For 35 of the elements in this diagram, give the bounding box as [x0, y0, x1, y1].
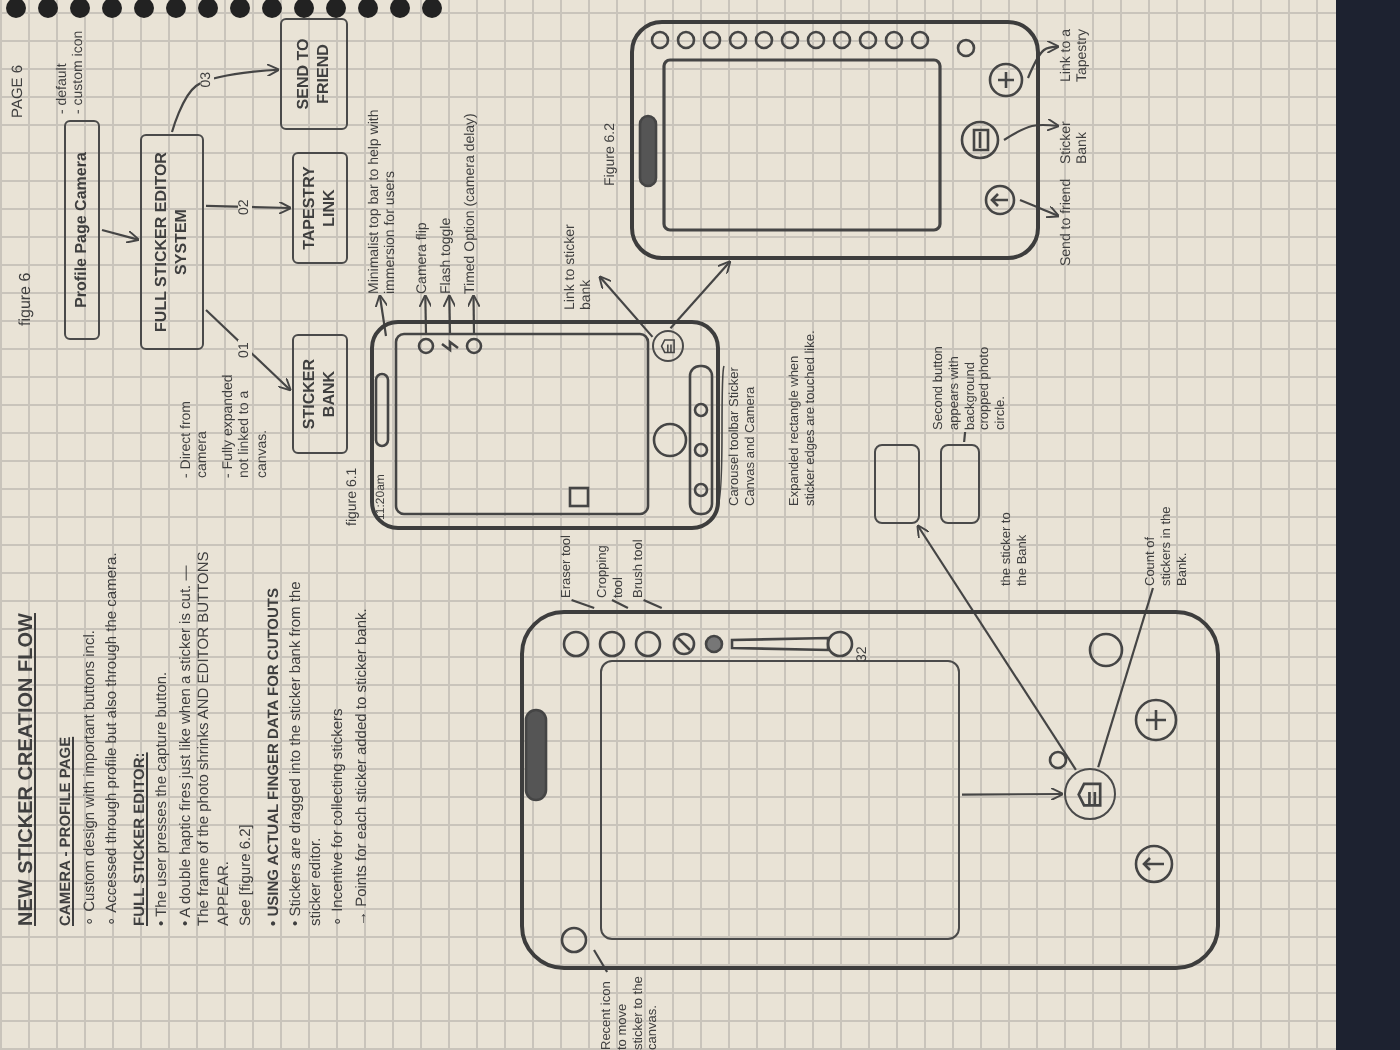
leader-line [571, 598, 595, 610]
process-box: STICKER BANK [292, 334, 348, 454]
arrow [962, 787, 1065, 801]
process-box: Profile Page Camera [64, 120, 100, 340]
arrow [418, 293, 433, 334]
arrow [101, 228, 141, 244]
arrow [669, 260, 732, 329]
process-box: TAPESTRY LINK [292, 152, 348, 264]
arrow [1003, 117, 1061, 141]
sticker-bank-button [1064, 768, 1116, 820]
sticker-bank-button [652, 330, 684, 362]
leader-line [1097, 587, 1154, 768]
process-box: FULL STICKER EDITOR SYSTEM [140, 134, 204, 350]
arrow [1019, 199, 1061, 219]
arrow [916, 524, 1077, 771]
expanded-rectangle [874, 444, 920, 524]
arrow [205, 200, 293, 215]
arrow [442, 293, 457, 334]
arrow [1027, 40, 1061, 79]
page-title: NEW STICKER CREATION FLOW [16, 613, 40, 926]
leader-line [611, 599, 629, 609]
leader-line [593, 949, 609, 973]
leader-line [963, 431, 967, 443]
phone-outline [630, 20, 1040, 260]
screen-area [600, 660, 960, 940]
leader-line [643, 599, 663, 609]
arrow [598, 275, 654, 338]
arrow [170, 63, 281, 133]
expanded-rectangle [940, 444, 980, 524]
figure-caption: figure 6 [16, 270, 36, 326]
process-box: SEND TO FRIEND [280, 18, 348, 130]
phone-outline [520, 610, 1220, 970]
arrow [466, 293, 481, 334]
arrow [374, 293, 389, 337]
arrow [205, 309, 292, 392]
